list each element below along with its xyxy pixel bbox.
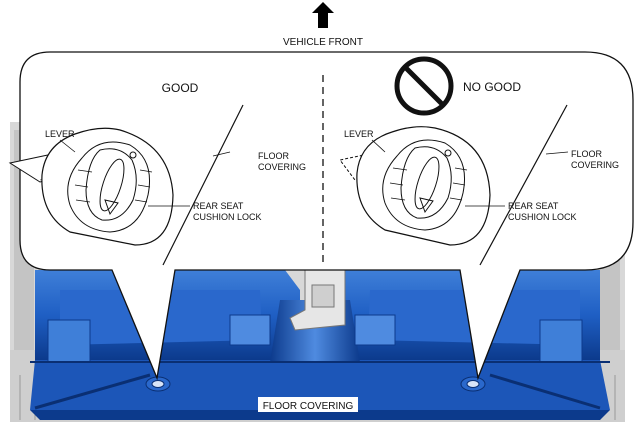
good-floor-label-line1: FLOOR (258, 151, 290, 161)
good-floor-edge (162, 104, 244, 266)
nogood-lock-label-line1: REAR SEAT (508, 201, 559, 211)
nogood-lever-label: LEVER (344, 129, 374, 139)
vehicle-front-arrow-icon (312, 2, 334, 28)
vehicle-front-label: VEHICLE FRONT (283, 37, 363, 48)
nogood-title: NO GOOD (463, 80, 521, 94)
nogood-floor-leader (545, 151, 569, 155)
floor-lock-left (145, 376, 171, 392)
good-floor-label-line2: COVERING (258, 162, 306, 172)
good-title: GOOD (162, 81, 199, 95)
nogood-floor-label-line2: COVERING (571, 160, 619, 170)
nogood-lock-drawing (339, 126, 491, 246)
prohibited-icon (394, 56, 454, 116)
nogood-lock-label-line2: CUSHION LOCK (508, 212, 577, 222)
nogood-floor-edge (479, 104, 568, 266)
floor-lock-right (460, 376, 486, 392)
good-lock-label-line2: CUSHION LOCK (193, 212, 262, 222)
good-lock-label-line1: REAR SEAT (193, 201, 244, 211)
floor-covering-label-bg (258, 397, 358, 412)
good-lock-drawing (8, 127, 174, 246)
callout-bubble (19, 51, 634, 381)
good-lever-leader (59, 139, 76, 153)
good-lever-label: LEVER (45, 129, 75, 139)
floor-covering-label: FLOOR COVERING (263, 401, 354, 412)
nogood-lever-leader (371, 139, 386, 153)
good-floor-leader (212, 151, 231, 157)
nogood-floor-label-line1: FLOOR (571, 149, 603, 159)
